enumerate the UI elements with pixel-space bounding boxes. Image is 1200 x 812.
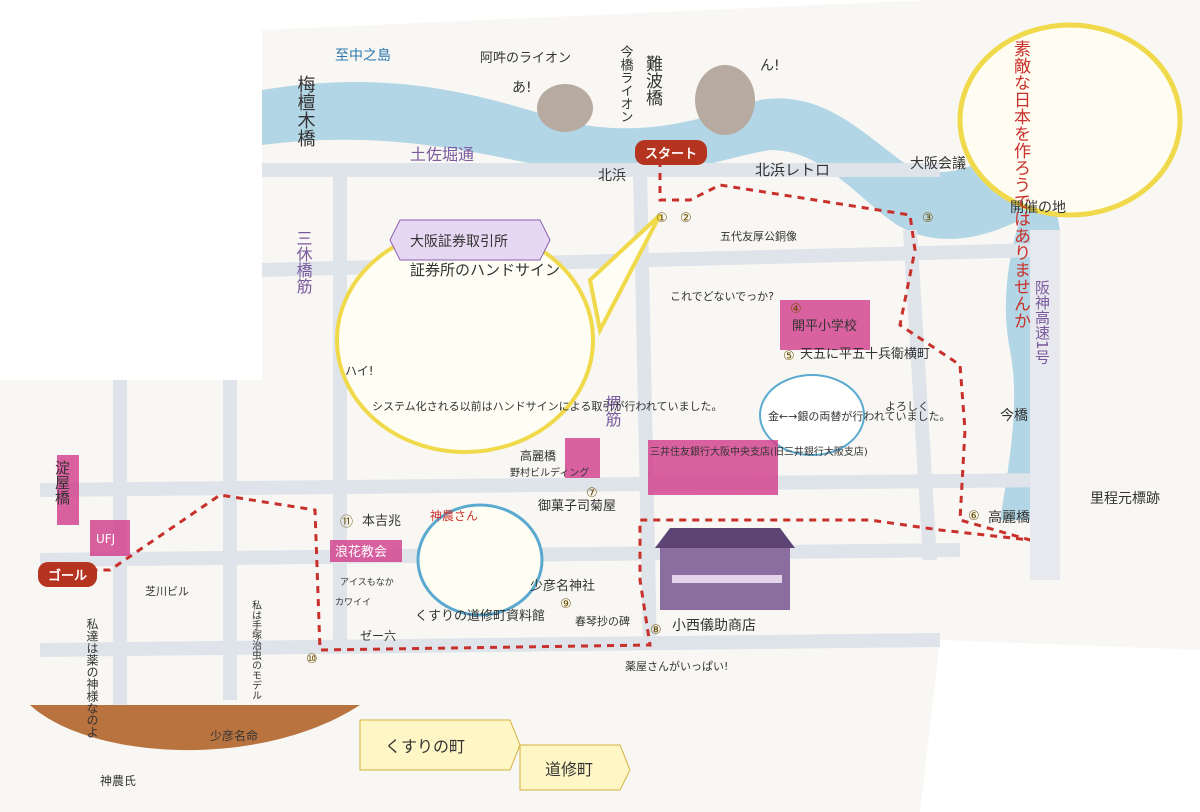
label-ritei: 里程元標跡 bbox=[1090, 491, 1160, 507]
mitsui-block bbox=[648, 440, 778, 495]
stop-10: ⑩ bbox=[306, 652, 318, 667]
stop-5: ⑤ bbox=[783, 349, 795, 364]
goal-marker: ゴール bbox=[38, 562, 98, 587]
label-shunkin: 春琴抄の碑 bbox=[575, 614, 630, 628]
label-korai: 高麗橋 bbox=[988, 509, 1030, 526]
kusuri-banner bbox=[359, 719, 521, 771]
label-mitsui: 三井住友銀行大阪中央支店(旧三井銀行大阪支店) bbox=[650, 445, 868, 458]
label-zeroku: ゼー六 bbox=[360, 629, 396, 643]
label-kaisai: 開催の地 bbox=[1010, 200, 1066, 216]
label-kawaii: カワイイ bbox=[335, 597, 371, 608]
label-imabashi: 今橋 bbox=[1000, 408, 1028, 424]
label-korede: これでどないでっか? bbox=[670, 290, 774, 303]
street-sakai: 堺筋 bbox=[603, 395, 622, 428]
label-ufj: UFJ bbox=[96, 532, 115, 546]
label-sukuna-mei: 少彦名命 bbox=[210, 728, 258, 743]
lion-left-illustration bbox=[537, 84, 593, 132]
label-godai: 五代友厚公銅像 bbox=[720, 229, 797, 243]
boat-illustration bbox=[30, 705, 360, 751]
doshomachi-banner bbox=[519, 744, 631, 791]
konishi-shop-illustration bbox=[655, 528, 795, 610]
label-quote: 素敵な日本を作ろうではありませんか bbox=[1010, 40, 1031, 329]
label-ryogae: 金←→銀の両替が行われていました。 bbox=[768, 409, 951, 423]
label-retro: 北浜レトロ bbox=[755, 161, 830, 179]
label-konishi: 小西儀助商店 bbox=[672, 618, 756, 634]
street-nakanoshima: 至中之島 bbox=[335, 48, 391, 64]
label-kashi: 御菓子司菊屋 bbox=[538, 499, 616, 514]
stop-8: ⑧ bbox=[650, 623, 662, 638]
kaihei-block bbox=[780, 300, 870, 350]
river bbox=[262, 81, 1060, 520]
namba-kyokai-block bbox=[330, 540, 402, 562]
stop-7: ⑦ bbox=[586, 486, 598, 501]
start-marker: スタート bbox=[635, 140, 708, 165]
label-hand-sign-title: 証券所のハンドサイン bbox=[410, 261, 560, 279]
label-nomura: 野村ビルディング bbox=[510, 466, 589, 479]
ryogae-bubble bbox=[759, 374, 865, 456]
label-shinnosan: 神農さん bbox=[430, 509, 478, 523]
label-moderu: 私は手塚治虫のモデル bbox=[250, 600, 262, 700]
label-lion-un: ん! bbox=[760, 58, 780, 74]
label-hand-caption: システム化される以前はハンドサインによる取引が行われていました。 bbox=[372, 399, 722, 413]
stop-1: ① bbox=[656, 211, 668, 226]
street-ume: 梅檀木橋 bbox=[295, 75, 316, 148]
hand-sign-bubble-tail bbox=[587, 213, 662, 336]
street-tosa: 土佐堀通 bbox=[410, 145, 474, 164]
stock-exchange-banner bbox=[389, 219, 551, 261]
label-honkichi: 本吉兆 bbox=[362, 514, 401, 529]
label-shinno: 神農氏 bbox=[100, 774, 136, 788]
label-tennoji: 天五に平五十兵衛横町 bbox=[800, 347, 930, 362]
shinno-bubble bbox=[416, 503, 544, 617]
stop-11: ⑪ bbox=[340, 515, 353, 530]
street-santai: 三休橋筋 bbox=[294, 230, 313, 295]
label-korai-2: 高麗橋 bbox=[520, 448, 556, 463]
label-stock-exchange: 大阪証券取引所 bbox=[410, 234, 508, 250]
yodoyabashi-block bbox=[57, 455, 79, 525]
walking-route bbox=[60, 160, 1031, 652]
label-namba-kyokai: 浪花教会 bbox=[335, 544, 387, 560]
stop-4: ④ bbox=[790, 302, 802, 317]
street-hanshin: 阪神高速1号 bbox=[1033, 280, 1051, 366]
label-lion-caption: 阿吽のライオン bbox=[480, 51, 571, 66]
stop-2: ② bbox=[680, 211, 692, 226]
label-imabashi-lion: 今橋ライオン bbox=[618, 44, 634, 123]
label-yoroshiku: よろしく bbox=[885, 400, 929, 413]
stop-3: ③ bbox=[922, 211, 934, 226]
label-doshomachi: 道修町 bbox=[545, 760, 593, 779]
street-yodoyabashi: 淀屋橋 bbox=[53, 460, 71, 505]
korai-block bbox=[565, 438, 600, 478]
label-kitahama: 北浜 bbox=[598, 168, 626, 184]
label-watashi: 私達は薬の神様なのよ bbox=[85, 618, 99, 738]
stop-6: ⑥ bbox=[968, 509, 980, 524]
label-kusuri-machi: くすりの町 bbox=[385, 737, 465, 756]
label-osaka-kaigi: 大阪会議 bbox=[910, 155, 966, 172]
label-ice: アイスもなか bbox=[340, 577, 394, 588]
ufj-block bbox=[90, 520, 130, 556]
osaka-kaigi-circle bbox=[957, 22, 1183, 218]
stop-9: ⑨ bbox=[560, 597, 572, 612]
label-serikawa: 芝川ビル bbox=[145, 585, 189, 598]
street-naniwa: 難波橋 bbox=[642, 55, 663, 107]
label-kaihei: 開平小学校 bbox=[792, 318, 857, 334]
label-hai: ハイ! bbox=[345, 364, 374, 378]
label-sukuna-jinja: 少彦名神社 bbox=[530, 578, 595, 594]
label-lion-a: あ! bbox=[512, 80, 532, 96]
label-kusuri: くすりの道修町資料館 bbox=[415, 609, 545, 624]
label-kusuriya: 薬屋さんがいっぱい! bbox=[625, 659, 728, 673]
lion-right-illustration bbox=[695, 65, 755, 135]
hanshin-highway bbox=[1030, 230, 1060, 580]
